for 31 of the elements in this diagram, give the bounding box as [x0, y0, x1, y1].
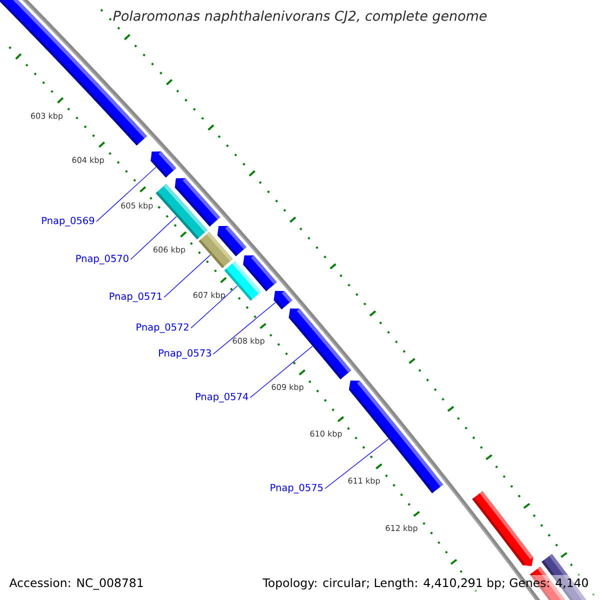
leader-line: [212, 302, 276, 354]
gene-label: Pnap_0571: [110, 292, 162, 302]
footer-text: Accession: NC_008781: [9, 578, 143, 590]
scale-label: 604 kbp: [72, 156, 104, 165]
footer-text: Topology: circular; Length: 4,410,291 bp; Genes: 4,140: [262, 578, 588, 590]
gene-label: Pnap_0569: [42, 216, 94, 226]
scale-label: 606 kbp: [154, 246, 186, 254]
leader-line: [164, 254, 211, 298]
scale-label: 607 kbp: [193, 292, 225, 300]
gene-label: Pnap_0572: [136, 323, 188, 333]
leader-line: [250, 346, 313, 398]
scale-label: 603 kbp: [31, 112, 63, 120]
scale-label: 608 kbp: [232, 338, 264, 346]
gene-bar: [198, 232, 233, 268]
scale-label: 611 kbp: [348, 477, 380, 486]
leader-line: [190, 285, 238, 328]
gene-label: Pnap_0573: [159, 349, 211, 359]
gene-bar: [274, 290, 292, 310]
leader-line: [130, 216, 177, 260]
title: Polaromonas naphthalenivorans CJ2, complete genome: [113, 10, 487, 24]
gene-bar: [348, 380, 444, 494]
scale-label: 612 kbp: [386, 524, 418, 533]
gene-bar: [150, 151, 176, 178]
gene-bar: [288, 308, 352, 380]
gene-label: Pnap_0570: [76, 254, 128, 264]
leader-line: [324, 438, 389, 490]
gene-label: Pnap_0574: [196, 392, 248, 402]
gene-bar: [224, 261, 262, 301]
gene-label: Pnap_0575: [270, 484, 323, 494]
gene-bar: [156, 184, 208, 240]
leader-line: [96, 166, 156, 222]
